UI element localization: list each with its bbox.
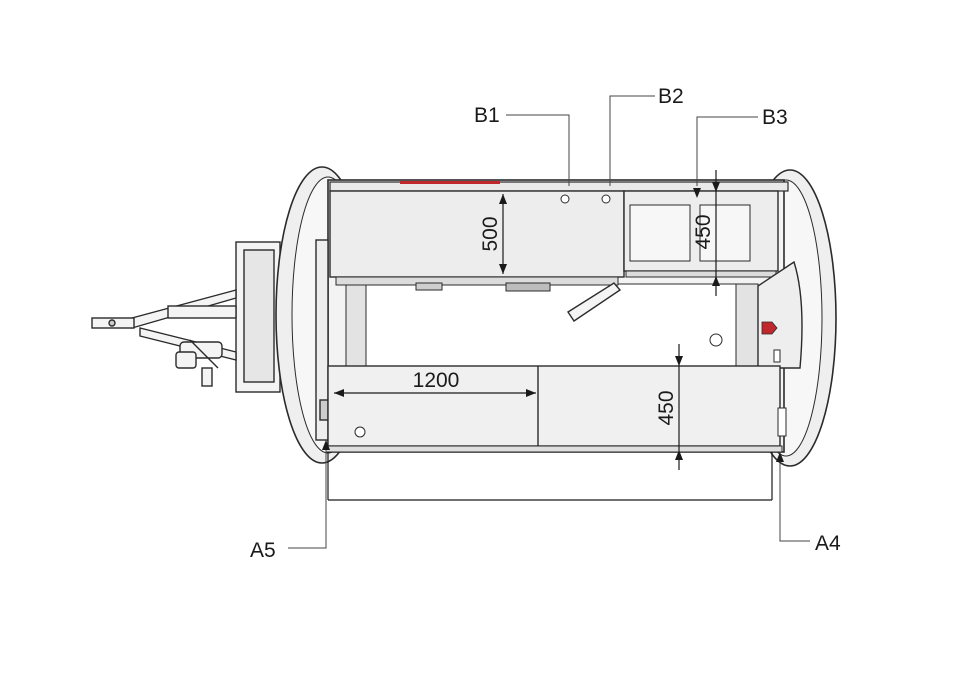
upper-shelf-unit — [623, 190, 779, 278]
b3-leader-arrow — [693, 188, 701, 198]
shelf-door-left — [629, 204, 691, 262]
drawbar — [91, 241, 281, 393]
dim-500-arrow-top — [499, 194, 507, 204]
door-leaf — [757, 260, 803, 369]
jockey-wheel — [175, 351, 197, 369]
cabinet-light — [415, 282, 443, 291]
right-door — [757, 260, 803, 369]
jockey-post — [201, 367, 213, 387]
jockey-strut — [189, 339, 219, 369]
lower-bench — [325, 365, 787, 453]
floor-area — [345, 283, 737, 369]
callout-b3: B3 — [762, 106, 788, 129]
bench-fitting — [354, 426, 366, 438]
front-box-inner — [243, 249, 275, 383]
left-door-post — [315, 239, 329, 441]
bench-face — [327, 365, 781, 447]
b1-fitting — [560, 194, 570, 204]
cabinet-fixture — [505, 282, 551, 292]
callout-leaders — [288, 95, 810, 549]
b3-leader — [696, 116, 758, 186]
dimension-lines — [327, 170, 773, 501]
dim-450-upper-arrow-top — [712, 182, 720, 192]
left-post — [315, 239, 329, 441]
upper-cabinet-underside — [335, 276, 619, 286]
floor-fitting — [709, 333, 723, 347]
dim-500-arrow-bottom — [499, 264, 507, 274]
drawbar-crossbar — [167, 305, 237, 319]
door-handle-red — [761, 321, 778, 335]
a4-leader-arrow — [776, 452, 784, 462]
folding-table — [567, 282, 723, 347]
table-top — [567, 282, 622, 322]
b2-leader — [609, 95, 655, 186]
top-red-strip — [400, 181, 500, 184]
callout-a5: A5 — [250, 539, 276, 562]
left-interior-wall — [345, 283, 367, 369]
dim-450-lower-arrow-top — [675, 356, 683, 366]
dim-500-label: 500 — [479, 216, 502, 251]
a5-leader-arrow — [322, 440, 330, 450]
dim-1200-arrow-left — [334, 389, 344, 397]
a4-leader — [779, 452, 810, 542]
dim-450-upper-label: 450 — [692, 214, 715, 249]
shelf-door-right — [699, 204, 751, 262]
upper-cabinet — [329, 190, 625, 292]
dim-450-lower-arrow-bottom — [675, 450, 683, 460]
callout-a4: A4 — [815, 532, 841, 555]
dim-450-lower-label: 450 — [655, 390, 678, 425]
dim-450-upper-arrow-bottom — [712, 276, 720, 286]
bench-base — [325, 445, 783, 453]
callout-b2: B2 — [658, 85, 684, 108]
a5-leader — [288, 440, 327, 549]
b1-leader — [506, 114, 570, 186]
callout-b1: B1 — [474, 104, 500, 127]
left-hinge — [319, 399, 329, 421]
right-interior-wall — [735, 283, 759, 369]
shelf-underside — [625, 270, 777, 278]
upper-cabinet-face — [329, 190, 625, 278]
b2-fitting — [601, 194, 611, 204]
dim-1200-arrow-right — [526, 389, 536, 397]
a4-fitting — [777, 407, 787, 437]
door-latch — [773, 349, 781, 363]
hitch-ball — [108, 319, 116, 327]
dim-1200-label: 1200 — [413, 369, 460, 392]
